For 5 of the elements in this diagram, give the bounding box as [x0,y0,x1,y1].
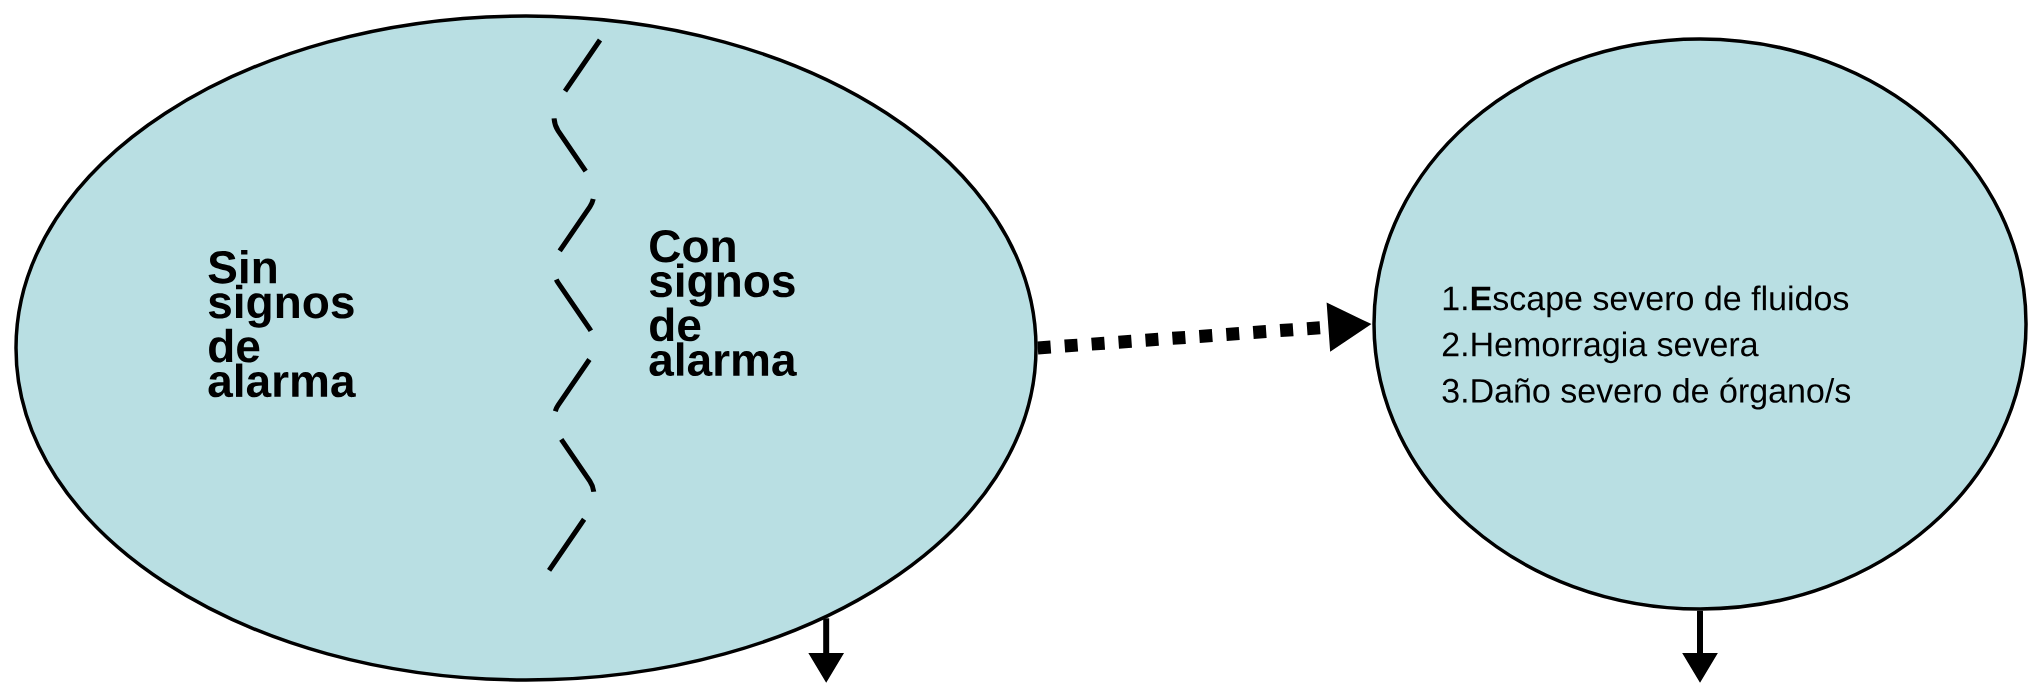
node-text: Sin signos de alarma [208,249,356,398]
node-text: 1.Escape severo de fluidos [1443,285,1849,318]
node-text: 2.Hemorragia severa [1442,331,1759,364]
node-text: Con signos de alarma [649,229,797,377]
node-text: 3.Daño severo de órgano/s [1442,377,1851,410]
